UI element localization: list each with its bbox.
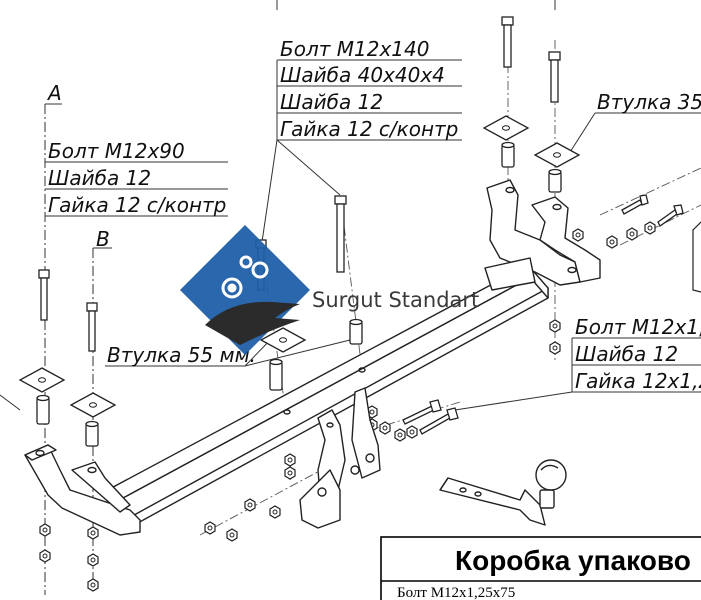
main-crossbar — [101, 264, 549, 531]
label-washer-12-a: Шайба 12 — [48, 166, 151, 190]
horizontal-bolts — [402, 194, 684, 435]
label-nut-12x125: Гайка 12х1,25 — [575, 369, 701, 393]
car-silhouette-icon — [205, 301, 300, 345]
label-washer-12-b: Шайба 12 — [280, 90, 383, 114]
left-side-bracket — [24, 444, 141, 536]
labels: A B Болт М12х90 Шайба 12 Гайка 12 с/конт… — [46, 37, 701, 393]
label-nut-12-b: Гайка 12 с/контр — [280, 117, 458, 141]
tow-ball-mount — [439, 459, 567, 526]
watermark-logo: Surgut Standart — [180, 225, 479, 355]
right-edge-part — [692, 221, 701, 293]
label-bolt-m12x140: Болт М12х140 — [280, 37, 429, 61]
watermark-text: Surgut Standart — [312, 288, 479, 312]
label-washer-40x40x4: Шайба 40х40х4 — [280, 63, 445, 87]
label-bolt-m12x90: Болт М12х90 — [48, 139, 185, 163]
label-letter-a: A — [46, 81, 62, 105]
box-title: Коробка упаково — [455, 545, 691, 576]
box-row-1: Болт М12х1,25х75 — [397, 585, 515, 600]
packing-box-table: Коробка упаково Болт М12х1,25х75 — [380, 536, 701, 600]
gear-icon — [221, 255, 269, 299]
label-bolt-m12x125: Болт М12х1,2 — [575, 315, 701, 339]
right-side-bracket — [484, 179, 601, 291]
label-letter-b: B — [96, 227, 110, 251]
label-sleeve-55: Втулка 55 мм. — [107, 343, 256, 367]
label-sleeve-35: Втулка 35 — [597, 90, 701, 114]
label-washer-12-c: Шайба 12 — [575, 342, 678, 366]
sleeves — [36, 141, 562, 447]
label-nut-12-a: Гайка 12 с/контр — [48, 193, 226, 217]
hitch-mounting-plates — [299, 387, 381, 529]
